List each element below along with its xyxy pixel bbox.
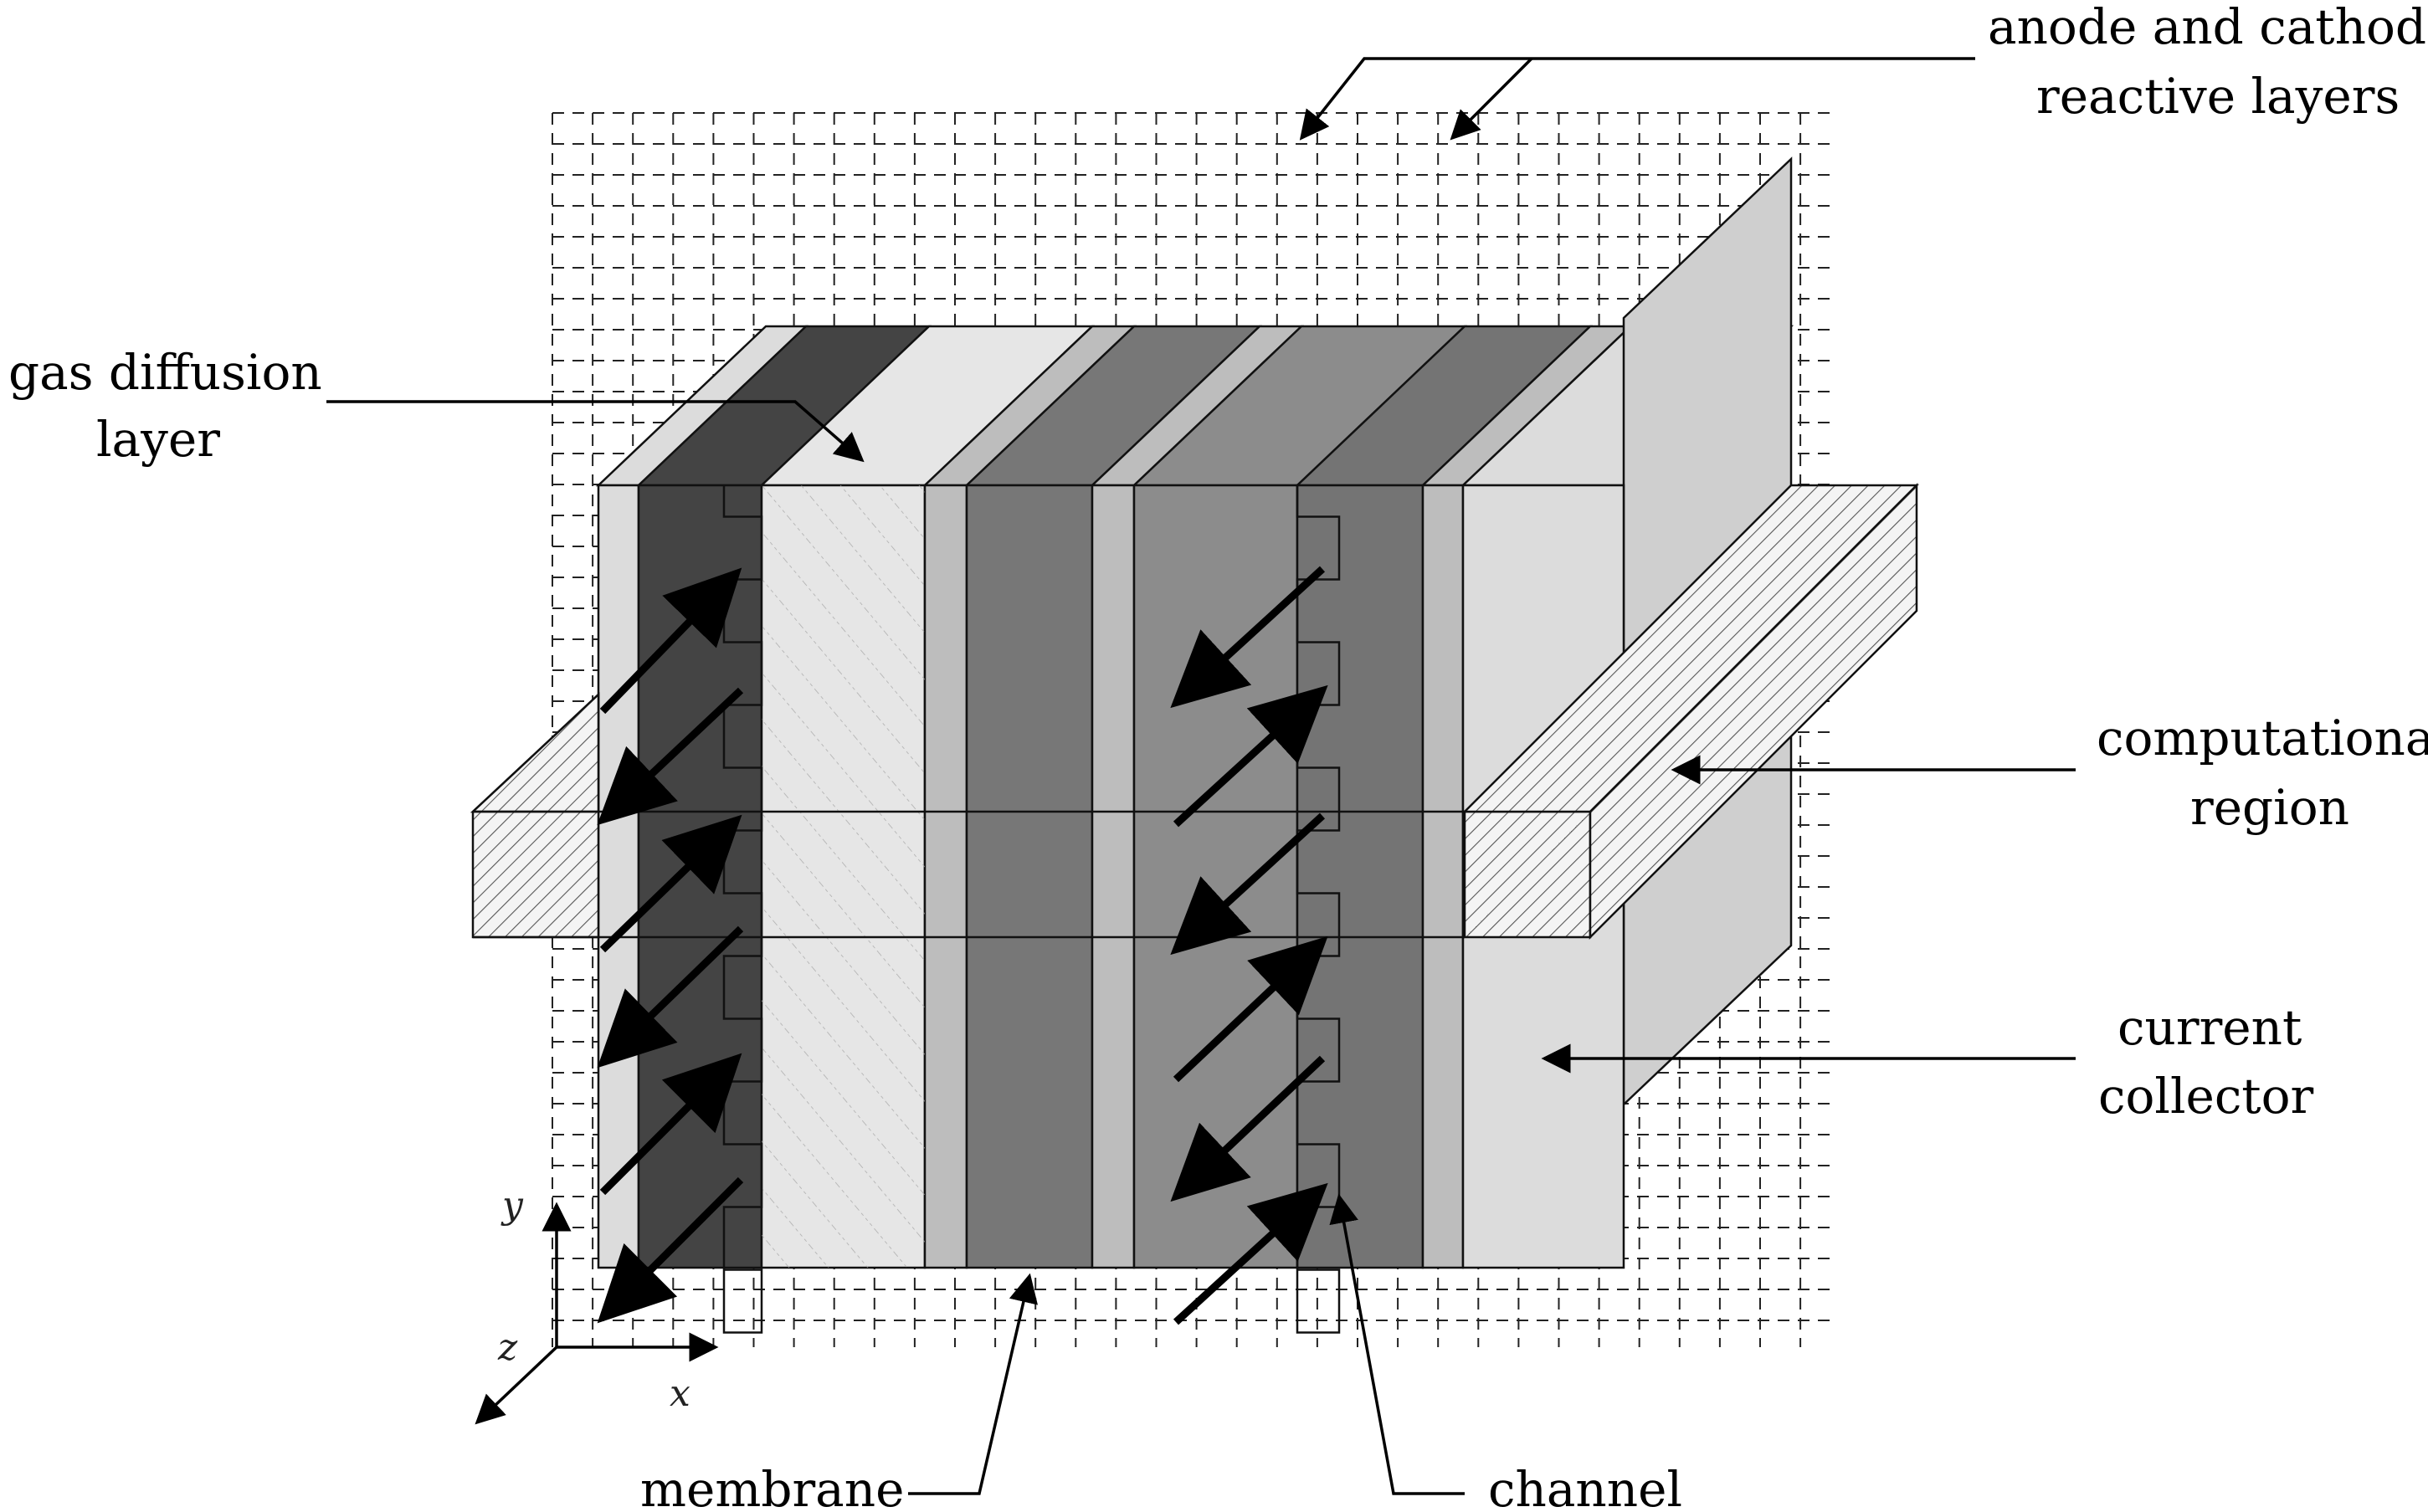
label-current-collector-line2: collector [2098, 1068, 2314, 1125]
label-gas-diffusion-line1: gas diffusion [8, 344, 322, 401]
label-membrane: membrane [640, 1461, 904, 1512]
flow-arrow [1170, 1055, 1326, 1202]
computational-region-right-end [1463, 810, 1592, 939]
flow-arrow [599, 814, 742, 953]
x-axis-label: x [670, 1372, 690, 1415]
membrane-leader [908, 1273, 1038, 1495]
gas-diffusion-leader [326, 400, 865, 463]
z-axis-arrow [475, 1345, 558, 1425]
flow-arrow [597, 925, 744, 1069]
label-gas-diffusion-line2: layer [96, 411, 220, 468]
label-computational-line2: region [2190, 779, 2349, 836]
flow-arrow [1173, 684, 1328, 828]
channel-leader [1329, 1193, 1465, 1495]
label-current-collector-line1: current [2117, 999, 2302, 1056]
cathode-gas-diffusion-strip-front [1132, 484, 1299, 1269]
cathode-channel-region-strip-front [1296, 484, 1424, 1269]
label-reactive-layers-line1: anode and cathode [1988, 0, 2428, 55]
computational-region-right-side [1589, 482, 1918, 941]
flow-arrow [1170, 566, 1326, 709]
y-axis-label: y [500, 1184, 524, 1227]
fuel-cell-assembly [595, 156, 1794, 1334]
z-axis-label: z [497, 1326, 518, 1369]
flow-arrow [599, 567, 742, 715]
flow-arrow [599, 1053, 742, 1196]
anode-reactive-layer-strip-front [923, 484, 968, 1269]
leader-lines [326, 57, 2076, 1495]
label-channel: channel [1488, 1461, 1682, 1512]
cathode-reactive-edge-strip-front [1421, 484, 1465, 1269]
flow-arrow [1173, 1182, 1328, 1325]
label-reactive-layers-line2: reactive layers [2036, 68, 2400, 125]
reactive-layers-leader-2 [1450, 57, 1533, 141]
anode-current-collector-strip-front [597, 484, 640, 1269]
flow-arrows [597, 566, 1328, 1325]
anode-channel-region-strip-front [637, 484, 763, 1269]
diagram-labels: anode and cathode reactive layers gas di… [8, 0, 2428, 1512]
reactive-layers-leader-1 [1299, 57, 1975, 141]
label-computational-line1: computational [2097, 710, 2428, 766]
flow-arrow [597, 687, 744, 826]
membrane-strip-front [965, 484, 1094, 1269]
flow-arrow [597, 1176, 744, 1324]
computational-region-left-top [470, 692, 600, 813]
flow-arrow [1170, 812, 1326, 956]
top-face [595, 325, 1794, 487]
cathode-reactive-layer-strip-front [1091, 484, 1136, 1269]
gas-diffusion-hatching [762, 485, 925, 1268]
coordinate-axes: y x z [475, 1184, 719, 1425]
computational-region [470, 482, 1920, 941]
flow-arrow [1173, 935, 1328, 1083]
